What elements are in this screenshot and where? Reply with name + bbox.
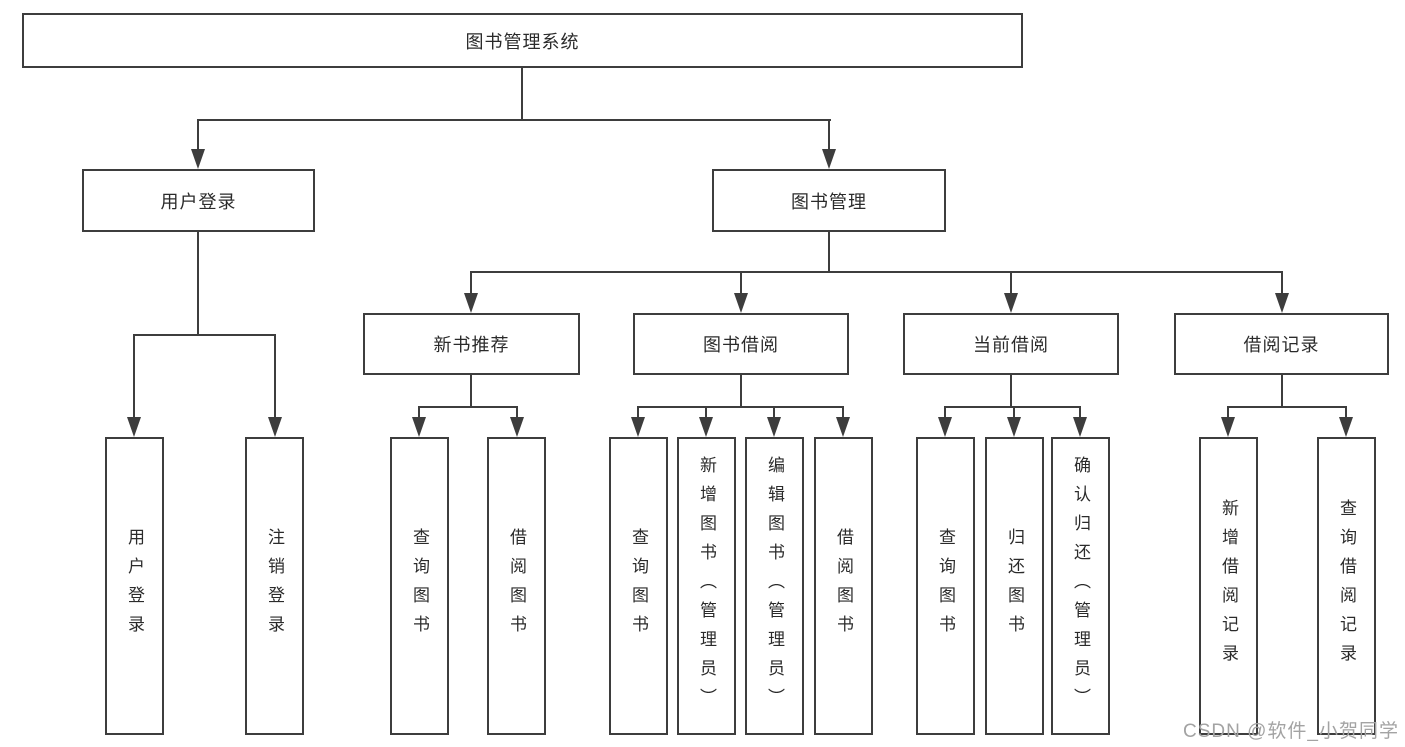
connector-line-v (740, 373, 742, 408)
arrow-down (1007, 417, 1021, 437)
connector-line-v (1079, 406, 1081, 419)
arrow-down (699, 417, 713, 437)
arrow-down (127, 417, 141, 437)
connector-line-v (521, 66, 523, 121)
connector-line-v (197, 232, 199, 336)
leaf-label: 新增借阅记录 (1219, 499, 1238, 673)
arrow-down (1275, 293, 1289, 313)
connector-line-v (470, 271, 472, 295)
leaf-label: 查询图书 (936, 528, 955, 644)
connector-line-v (637, 406, 639, 419)
node-label: 图书借阅 (703, 335, 779, 355)
node-current-borrowing: 当前借阅 (903, 313, 1119, 375)
leaf-label: 编辑图书（管理员） (765, 455, 784, 717)
arrow-down (938, 417, 952, 437)
connector-line-h (637, 406, 844, 408)
csdn-watermark: CSDN @软件_小贺同学 (1183, 721, 1399, 742)
connector-line-v (418, 406, 420, 419)
leaf-confirm-return-admin: 确认归还（管理员） (1051, 437, 1110, 735)
leaf-label: 新增图书（管理员） (697, 455, 716, 717)
arrow-down (836, 417, 850, 437)
node-label: 当前借阅 (973, 335, 1049, 355)
node-label: 用户登录 (160, 191, 237, 212)
connector-line-v (1013, 406, 1015, 419)
connector-line-v (1345, 406, 1347, 419)
arrow-down (191, 149, 205, 169)
node-new-book-recommend: 新书推荐 (363, 313, 580, 375)
leaf-edit-book-admin: 编辑图书（管理员） (745, 437, 804, 735)
connector-line-v (740, 271, 742, 295)
connector-line-h (418, 406, 518, 408)
connector-line-h (1227, 406, 1347, 408)
leaf-add-book-admin: 新增图书（管理员） (677, 437, 736, 735)
leaf-label: 借阅图书 (834, 528, 853, 644)
leaf-label: 用户登录 (125, 528, 144, 644)
connector-line-v (197, 119, 199, 151)
arrow-down (412, 417, 426, 437)
leaf-query-borrow-record: 查询借阅记录 (1317, 437, 1376, 735)
connector-line-v (133, 334, 135, 419)
leaf-user-login: 用户登录 (105, 437, 164, 735)
connector-line-v (274, 334, 276, 419)
arrow-down (1073, 417, 1087, 437)
arrow-down (734, 293, 748, 313)
connector-line-v (773, 406, 775, 419)
node-borrow-records: 借阅记录 (1174, 313, 1389, 375)
node-book-management: 图书管理 (712, 169, 946, 232)
leaf-label: 查询图书 (410, 528, 429, 644)
node-label: 新书推荐 (433, 335, 510, 355)
leaf-return-book: 归还图书 (985, 437, 1044, 735)
connector-line-v (1281, 271, 1283, 295)
connector-line-v (828, 119, 830, 151)
connector-line-v (516, 406, 518, 419)
leaf-label: 确认归还（管理员） (1071, 455, 1090, 717)
leaf-label: 查询借阅记录 (1337, 499, 1356, 673)
connector-line-h (944, 406, 1081, 408)
arrow-down (1221, 417, 1235, 437)
leaf-query-books-recommend: 查询图书 (390, 437, 449, 735)
leaf-borrow-books-borrowing: 借阅图书 (814, 437, 873, 735)
leaf-query-books-borrowing: 查询图书 (609, 437, 668, 735)
connector-line-v (828, 232, 830, 273)
connector-line-v (842, 406, 844, 419)
connector-line-v (1010, 271, 1012, 295)
leaf-label: 查询图书 (629, 528, 648, 644)
arrow-down (767, 417, 781, 437)
arrow-down (464, 293, 478, 313)
arrow-down (1339, 417, 1353, 437)
leaf-add-borrow-record: 新增借阅记录 (1199, 437, 1258, 735)
arrow-down (822, 149, 836, 169)
arrow-down (631, 417, 645, 437)
leaf-label: 借阅图书 (507, 528, 526, 644)
connector-line-h (470, 271, 1283, 273)
arrow-down (268, 417, 282, 437)
leaf-borrow-books-recommend: 借阅图书 (487, 437, 546, 735)
node-book-borrowing: 图书借阅 (633, 313, 849, 375)
connector-line-h (133, 334, 276, 336)
leaf-logout: 注销登录 (245, 437, 304, 735)
node-label: 借阅记录 (1243, 335, 1320, 355)
connector-line-v (1227, 406, 1229, 419)
connector-line-h (197, 119, 831, 121)
arrow-down (510, 417, 524, 437)
leaf-label: 归还图书 (1005, 528, 1024, 644)
connector-line-v (705, 406, 707, 419)
connector-line-v (944, 406, 946, 419)
leaf-label: 注销登录 (265, 528, 284, 644)
node-library-management-system: 图书管理系统 (22, 13, 1023, 68)
arrow-down (1004, 293, 1018, 313)
node-label: 图书管理 (791, 191, 867, 212)
connector-line-v (470, 373, 472, 408)
node-label: 图书管理系统 (465, 31, 580, 52)
leaf-query-books-current: 查询图书 (916, 437, 975, 735)
node-user-login: 用户登录 (82, 169, 315, 232)
connector-line-v (1281, 373, 1283, 408)
connector-line-v (1010, 373, 1012, 408)
